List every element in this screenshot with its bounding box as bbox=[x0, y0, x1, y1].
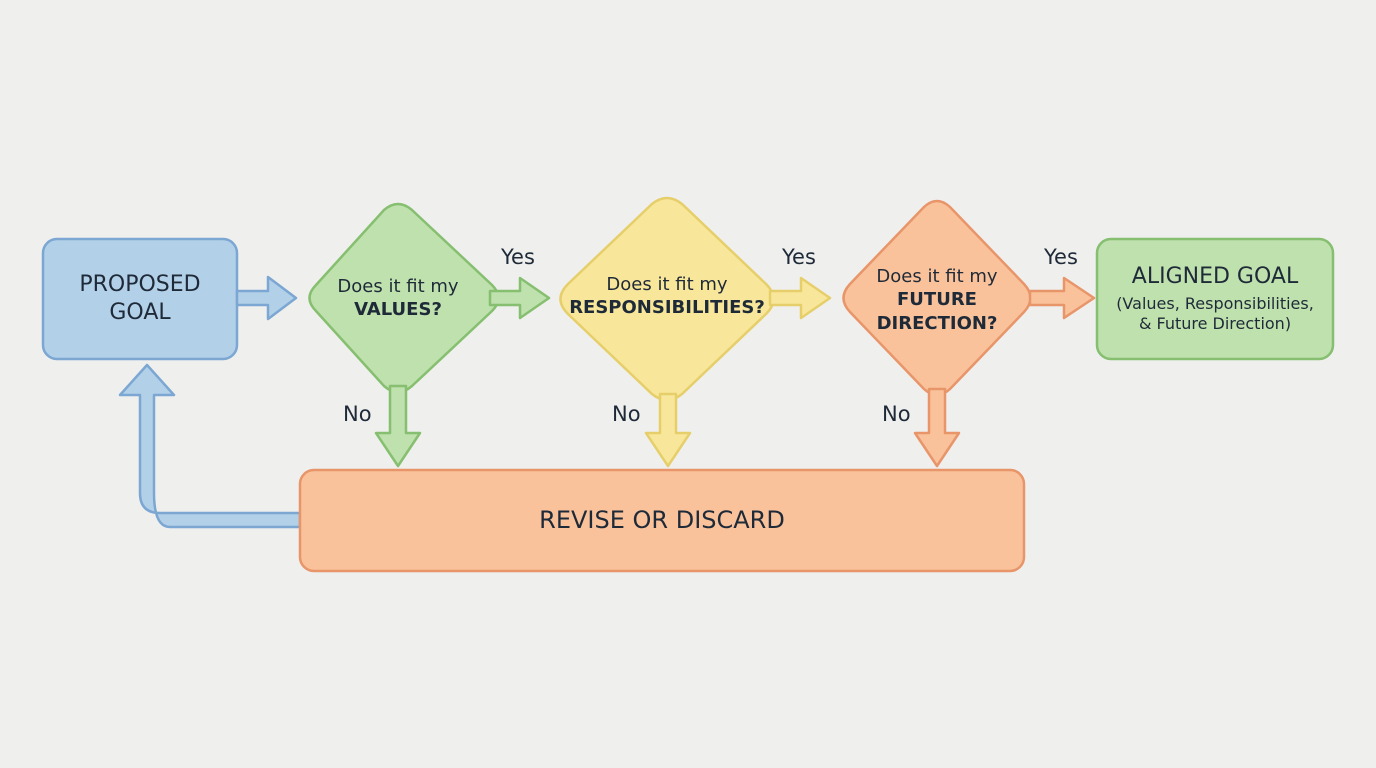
arrow-no-future bbox=[913, 387, 961, 468]
arrow-yes-responsibilities bbox=[768, 276, 832, 320]
no-label-future: No bbox=[882, 402, 911, 426]
arrow-proposed-to-values bbox=[235, 275, 298, 321]
arrow-yes-future bbox=[1028, 276, 1096, 320]
yes-label-future: Yes bbox=[1044, 245, 1078, 269]
future-question-line1: Does it fit my bbox=[876, 266, 998, 288]
yes-label-values: Yes bbox=[501, 245, 535, 269]
revise-or-discard-text: REVISE OR DISCARD bbox=[539, 506, 785, 535]
proposed-goal-line2: GOAL bbox=[109, 300, 171, 325]
aligned-goal-label: ALIGNED GOAL (Values, Responsibilities, … bbox=[1097, 239, 1333, 359]
values-question-label: Does it fit my VALUES? bbox=[318, 268, 478, 328]
no-label-responsibilities: No bbox=[612, 402, 641, 426]
proposed-goal-label: PROPOSED GOAL bbox=[43, 239, 237, 359]
values-decision-diamond bbox=[308, 202, 500, 394]
arrow-no-values bbox=[374, 384, 422, 468]
future-question-line2: FUTURE bbox=[897, 289, 977, 311]
revise-or-discard-label: REVISE OR DISCARD bbox=[300, 470, 1024, 571]
arrow-revise-to-proposed bbox=[118, 363, 302, 529]
responsibilities-question-line2: RESPONSIBILITIES? bbox=[569, 297, 765, 318]
aligned-goal-title: ALIGNED GOAL bbox=[1131, 264, 1299, 290]
revise-or-discard-box bbox=[298, 468, 1026, 573]
proposed-goal-line1: PROPOSED bbox=[79, 271, 201, 297]
arrow-yes-values bbox=[488, 276, 551, 320]
aligned-goal-box bbox=[1095, 237, 1335, 361]
aligned-goal-subtitle-line2: & Future Direction) bbox=[1138, 314, 1292, 334]
values-question-line2: VALUES? bbox=[354, 299, 442, 320]
yes-label-responsibilities: Yes bbox=[782, 245, 816, 269]
values-question-line1: Does it fit my bbox=[337, 275, 459, 297]
future-question-line3: DIRECTION? bbox=[876, 312, 998, 334]
future-question-label: Does it fit my FUTURE DIRECTION? bbox=[857, 258, 1017, 342]
responsibilities-question-label: Does it fit my RESPONSIBILITIES? bbox=[562, 266, 772, 326]
no-label-values: No bbox=[343, 402, 372, 426]
responsibilities-question-line1: Does it fit my bbox=[606, 273, 728, 295]
responsibilities-decision-diamond bbox=[559, 196, 775, 402]
future-direction-decision-diamond bbox=[842, 199, 1032, 397]
aligned-goal-subtitle-line1: (Values, Responsibilities, bbox=[1116, 293, 1314, 313]
arrow-no-responsibilities bbox=[644, 392, 692, 468]
